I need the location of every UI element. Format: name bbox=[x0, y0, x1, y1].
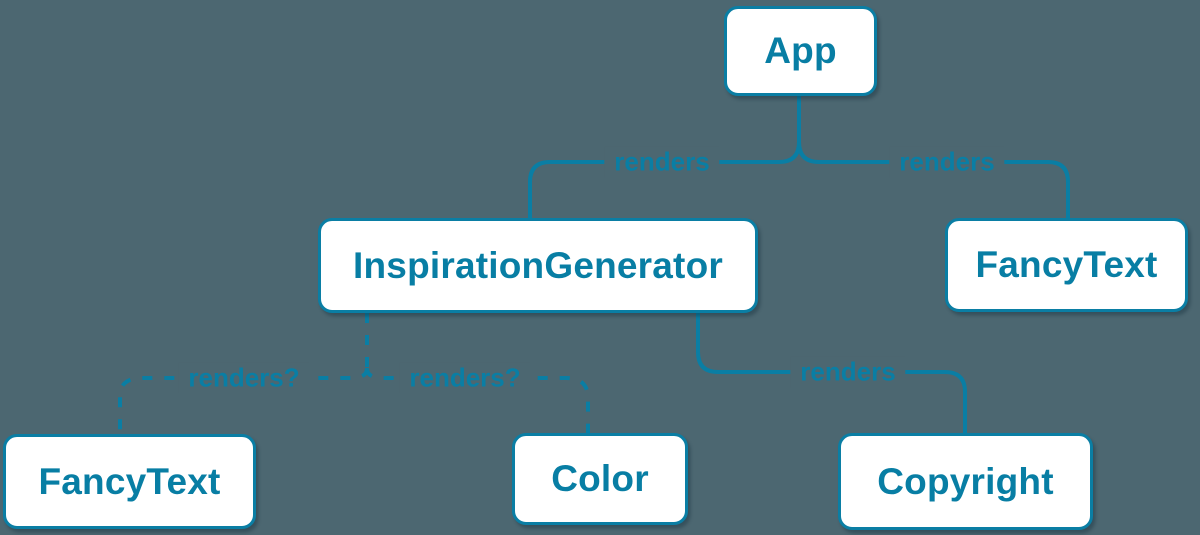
node-inspiration-generator: InspirationGenerator bbox=[318, 218, 758, 313]
edge-label-inspiration-copyright: renders bbox=[790, 356, 906, 388]
node-label: App bbox=[764, 30, 837, 71]
node-label: InspirationGenerator bbox=[353, 244, 723, 286]
edge-label-app-fancy-text: renders bbox=[889, 146, 1005, 178]
edge-label-app-inspiration-generator: renders bbox=[604, 146, 720, 178]
node-label: FancyText bbox=[975, 244, 1158, 285]
node-copyright: Copyright bbox=[838, 433, 1093, 530]
edge-label-inspiration-fancy-text: renders? bbox=[178, 362, 310, 394]
node-fancy-text-top: FancyText bbox=[945, 218, 1188, 312]
node-label: Copyright bbox=[877, 460, 1054, 502]
edge-label-inspiration-color: renders? bbox=[399, 362, 531, 394]
node-fancy-text-bottom: FancyText bbox=[3, 434, 256, 529]
node-app: App bbox=[724, 6, 877, 96]
edge-inspiration-generator-to-color-dashed bbox=[365, 367, 590, 434]
node-label: FancyText bbox=[38, 460, 221, 502]
node-color: Color bbox=[512, 433, 688, 525]
node-label: Color bbox=[551, 458, 649, 499]
edge-inspiration-generator-to-fancy-text-dashed bbox=[118, 367, 369, 434]
